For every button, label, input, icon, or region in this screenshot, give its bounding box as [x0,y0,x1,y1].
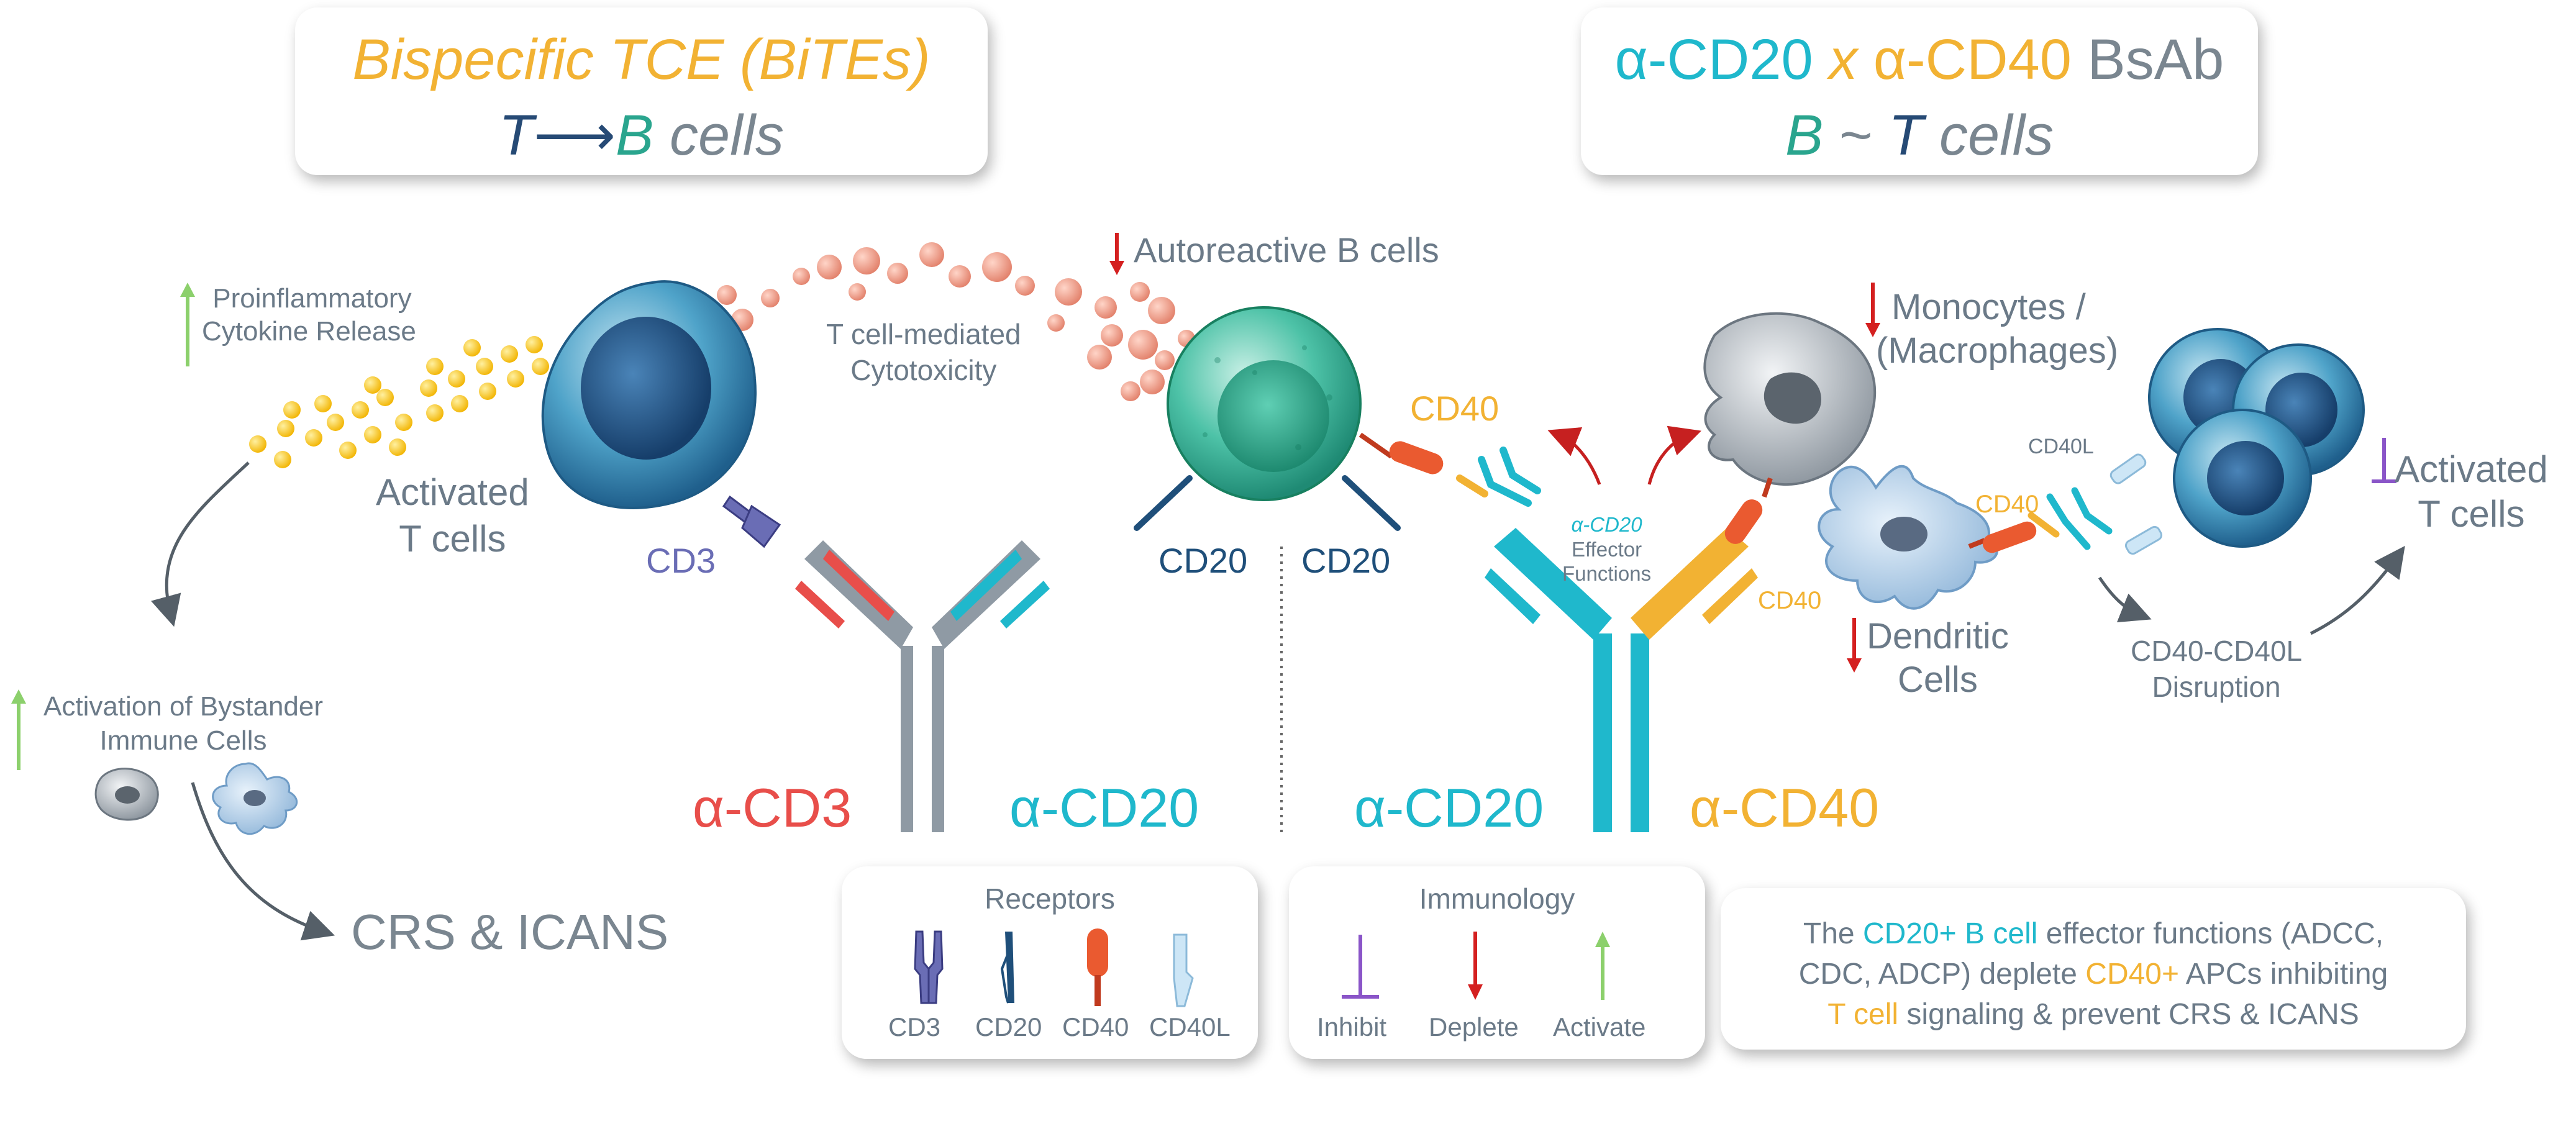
autoreactive-label: Autoreactive B cells [1134,230,1439,270]
cd40l-receptor-upper [2109,453,2147,484]
right-title-b: B [1785,104,1824,167]
inhibit-indicator-t-cells [2372,438,2396,483]
small-bsab-dendritic [2028,487,2113,550]
cytokine-to-bystander-arrow [151,461,250,627]
deplete-indicator-dendritic [1847,618,1862,673]
activate-legend-icon [1595,932,1610,1000]
autoreactive-b-cell [1167,306,1362,501]
bystander-dendritic-icon [212,762,298,835]
bite-antibody [795,540,1050,832]
crs-icans-label: CRS & ICANS [351,904,669,960]
effector-arrow-left [1547,427,1601,485]
cd40l-receptor-lower [2124,525,2163,555]
deplete-indicator-autoreactive [1109,233,1124,275]
receptors-legend: Receptors CD3 CD20 CD40 CD40L [842,866,1258,1059]
cd20-receptor-left [1134,475,1193,531]
immunology-item-deplete: Deplete [1429,1012,1519,1042]
left-title-b: B [616,104,654,167]
alpha-cd40-label: α-CD40 [1690,777,1880,838]
t-cell-cluster [2148,328,2365,548]
activated-t-cell [541,280,757,509]
dendritic-cell-large [1818,465,1998,610]
dendritic-cells-label: Dendritic Cells [1867,616,2009,700]
immunology-item-activate: Activate [1553,1012,1646,1042]
left-title-cells: cells [653,104,785,167]
effector-arrow-right [1647,425,1701,485]
activated-t-cells-right-label: Activated T cells [2395,448,2548,535]
cytotoxic-granules [717,242,1195,401]
summary-box: The CD20+ B cell effector functions (ADC… [1721,888,2466,1050]
cd40-right-label: CD40 [1975,491,2039,518]
effector-functions-label: α-CD20 Effector Functions [1562,513,1652,586]
receptor-item-cd40l: CD40L [1149,1012,1231,1042]
proinflammatory-label: Proinflammatory Cytokine Release [202,283,416,347]
right-title-tilde: ~ [1823,104,1889,167]
right-title-t: T [1888,104,1924,167]
right-title-cells: cells [1923,104,2054,167]
small-bsab-top [1456,447,1541,507]
immunology-item-inhibit: Inhibit [1317,1012,1387,1042]
summary-text: The CD20+ B cell effector functions (ADC… [1798,917,2388,1031]
bystander-to-crs-arrow [191,782,335,941]
immunology-legend: Immunology Inhibit Deplete Activate [1289,866,1705,1059]
right-title-x: x [1813,28,1873,91]
left-title-box: Bispecific TCE (BiTEs) T⟶B cells [295,7,988,175]
right-title-bsab: BsAb [2071,28,2224,91]
bystander-label: Activation of Bystander Immune Cells [43,691,324,756]
alpha-cd20-right-label: α-CD20 [1354,777,1544,838]
disruption-label: CD40-CD40L Disruption [2131,635,2303,703]
bystander-macrophage-icon [94,768,159,821]
right-title-acd40: α-CD40 [1873,28,2072,91]
alpha-cd20-left-label: α-CD20 [1009,777,1199,838]
cd40-receptor-macrophage [1724,477,1773,544]
activated-t-cells-label: Activated T cells [376,471,529,560]
cd20-left-label: CD20 [1158,541,1248,580]
left-title-arrow: ⟶ [534,104,616,167]
cd40-receptor-b-cell [1359,432,1444,474]
receptor-item-cd20: CD20 [975,1012,1042,1042]
deplete-indicator-monocytes [1865,283,1880,337]
activation-indicator-bystander [11,689,26,770]
receptors-legend-icons [914,928,1194,1007]
immunology-legend-title: Immunology [1419,883,1575,915]
cd40l-legend-icon [1173,933,1194,1007]
immunology-legend-icons [1342,932,1610,1000]
receptor-item-cd40: CD40 [1062,1012,1129,1042]
monocytes-label: Monocytes / (Macrophages) [1876,287,2119,371]
cd40l-label: CD40L [2028,435,2094,458]
disruption-to-tcell-arrow [2310,545,2405,635]
left-title-line1: Bispecific TCE (BiTEs) [352,28,931,91]
cd40-dendritic-label: CD40 [1758,587,1822,614]
cd20-legend-icon [1000,932,1014,1004]
cd3-receptor [722,495,781,548]
right-title-acd20: α-CD20 [1614,28,1813,91]
cd20-right-label: CD20 [1301,541,1391,580]
cytokine-particles [249,336,549,468]
cd40-top-label: CD40 [1410,389,1500,428]
cd20-receptor-right [1342,475,1401,531]
activation-indicator-proinflammatory [180,283,195,366]
cytotoxicity-label: T cell-mediated Cytotoxicity [826,318,1021,386]
to-disruption-arrow [2098,576,2152,623]
cd3-legend-icon [914,930,944,1004]
bsab-antibody [1485,528,1758,832]
cd40-receptor-dendritic [1968,521,2037,553]
cd40-legend-icon [1087,928,1108,1006]
receptor-item-cd3: CD3 [888,1012,941,1042]
left-title-t: T [498,104,534,167]
inhibit-legend-icon [1342,935,1379,999]
deplete-legend-icon [1468,932,1483,1000]
right-title-box: α-CD20 x α-CD40 BsAb B ~ T cells [1581,7,2258,175]
alpha-cd3-label: α-CD3 [693,777,852,838]
macrophage-cell [1703,312,1877,486]
cd3-label: CD3 [646,541,716,580]
receptors-legend-title: Receptors [985,883,1115,915]
